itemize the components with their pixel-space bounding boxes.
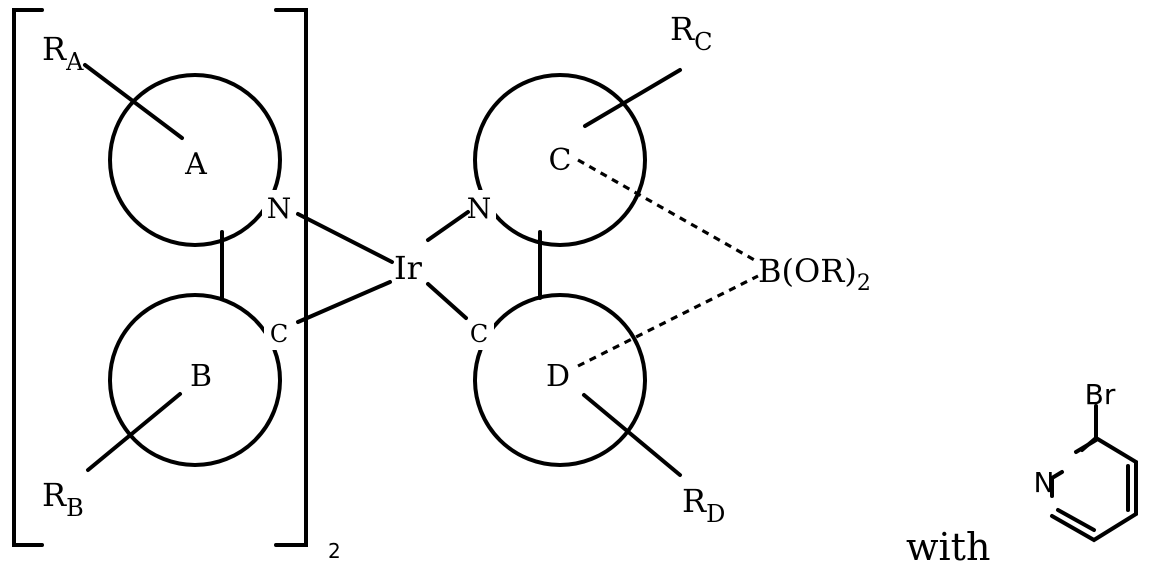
iridium-label: Ir	[394, 249, 423, 287]
bracket-count: 2	[328, 539, 341, 563]
right-bracket	[276, 10, 306, 545]
ring-d-label: D	[546, 359, 570, 394]
br-label: Br	[1085, 378, 1116, 411]
rc-label: RC	[670, 10, 712, 56]
n-right-label: N	[467, 192, 492, 225]
pyridine-ring	[1052, 438, 1136, 540]
c-right-label: C	[470, 320, 488, 348]
ring-a-label: A	[184, 147, 207, 182]
rb-label: RB	[42, 476, 84, 522]
n-left-label: N	[267, 192, 292, 225]
n-ir-bond-left	[298, 214, 392, 262]
rd-label: RD	[682, 482, 725, 528]
left-bracket	[14, 10, 42, 545]
ring-c-label: C	[549, 143, 572, 178]
c-ir-bond-right	[428, 284, 466, 318]
ring-b-label: B	[190, 359, 212, 394]
with-label: with	[906, 525, 990, 567]
pyridine-n-label: N	[1034, 466, 1055, 499]
pyridine-double-bond-2	[1058, 510, 1094, 530]
boronate-label: B(OR)2	[758, 252, 871, 296]
pyridine-double-bond-3	[1076, 440, 1096, 452]
c-left-label: C	[270, 320, 288, 348]
ra-label: RA	[42, 30, 84, 76]
bromopyridine-structure: Br N	[1034, 378, 1136, 540]
c-ir-bond-left	[298, 282, 390, 322]
